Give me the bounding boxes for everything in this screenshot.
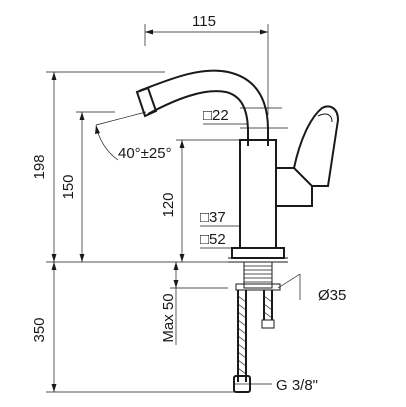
spout-angle-label: 40°±25° <box>118 145 172 162</box>
dimension-max-50: Max 50 <box>160 262 228 345</box>
dimension-198-label: 198 <box>31 154 48 179</box>
dimension-120-label: 120 <box>160 192 177 217</box>
dimension-115-label: 115 <box>192 13 216 30</box>
dimension-115: 115 <box>144 13 269 115</box>
body-square-52-label: □52 <box>200 231 226 248</box>
thread-label: G 3/8" <box>276 377 318 394</box>
dimension-350: 350 <box>31 261 240 393</box>
body-square-37-label: □37 <box>200 209 226 226</box>
dimension-max-50-label: Max 50 <box>160 293 177 342</box>
dimension-350-label: 350 <box>31 317 48 342</box>
faucet-body <box>135 69 340 263</box>
spout-angle-annotation: 40°±25° <box>95 111 172 162</box>
dimension-120: 120 <box>160 139 240 262</box>
spout-section-label: □22 <box>203 107 229 124</box>
dimension-150: 150 <box>60 111 115 262</box>
shank-diameter-label: Ø35 <box>318 287 346 304</box>
thread-annotation: G 3/8" <box>250 377 318 394</box>
dimension-198: 198 <box>31 71 165 262</box>
shank-and-hoses <box>233 261 301 393</box>
dimension-150-label: 150 <box>60 174 77 199</box>
section-labels: □22 □37 □52 <box>200 107 248 249</box>
